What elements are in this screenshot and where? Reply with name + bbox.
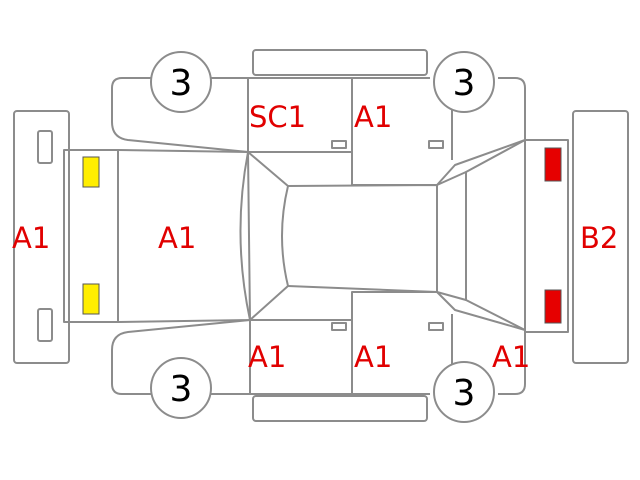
rear-lamp-top (544, 147, 562, 182)
bottom-side-skirt (252, 395, 428, 422)
code-hood: A1 (158, 221, 196, 255)
wheel-front-left-label: 3 (170, 63, 193, 104)
code-rear-door-bottom: A1 (354, 340, 392, 374)
code-rear-quarter-bottom: A1 (492, 340, 530, 374)
code-front-door-top: SC1 (249, 100, 306, 134)
code-rear-door-top: A1 (354, 100, 392, 134)
front-lamp-top (82, 156, 100, 188)
front-bumper (13, 110, 70, 364)
rear-bumper (572, 110, 629, 364)
top-side-skirt (252, 49, 428, 76)
rear-lamp-bottom (544, 289, 562, 324)
wheel-front-left: 3 (150, 51, 212, 113)
wheel-rear-left: 3 (433, 51, 495, 113)
wheel-rear-left-label: 3 (453, 63, 476, 104)
wheel-front-right-label: 3 (170, 369, 193, 410)
wheel-rear-right: 3 (433, 361, 495, 423)
front-lamp-bottom (82, 283, 100, 315)
wheel-front-right: 3 (150, 357, 212, 419)
wheel-rear-right-label: 3 (453, 373, 476, 414)
code-front-door-bottom: A1 (248, 340, 286, 374)
code-front-bumper: A1 (12, 221, 50, 255)
code-rear-bumper: B2 (580, 221, 618, 255)
